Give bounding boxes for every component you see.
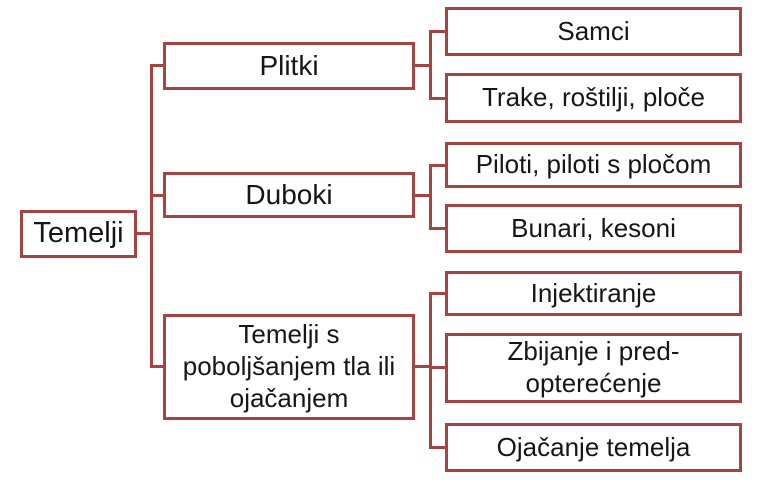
connector-duboki-vertical <box>429 164 432 230</box>
connector-duboki-right-stub <box>415 194 431 197</box>
connector-piloti-stub <box>429 164 446 167</box>
node-temelji-s-poboljsanjem: Temelji s poboljšanjem tla ili ojačanjem <box>163 314 415 420</box>
connector-plitki-vertical <box>429 30 432 100</box>
connector-injektiranje-stub <box>429 292 446 295</box>
node-bunari-kesoni: Bunari, kesoni <box>445 204 742 253</box>
connector-bunari-stub <box>429 227 446 230</box>
connector-plitki-right-stub <box>415 64 431 67</box>
node-trake-rostilji-ploce: Trake, roštilji, ploče <box>445 73 742 123</box>
node-zbijanje-predopterecenje: Zbijanje i pred-opterećenje <box>445 333 742 403</box>
connector-trake-stub <box>429 97 446 100</box>
node-temelji: Temelji <box>20 210 137 258</box>
node-duboki: Duboki <box>163 172 415 218</box>
connector-samci-stub <box>429 30 446 33</box>
node-piloti: Piloti, piloti s pločom <box>445 142 742 188</box>
node-ojacanje-temelja: Ojačanje temelja <box>445 423 742 472</box>
connector-improve-vertical <box>429 292 432 449</box>
connector-root-stub <box>137 232 151 235</box>
node-plitki: Plitki <box>163 42 415 90</box>
connector-left-trunk <box>150 64 153 368</box>
connector-plitki-stub <box>150 64 164 67</box>
node-samci: Samci <box>445 7 742 56</box>
node-injektiranje: Injektiranje <box>445 271 742 316</box>
connector-improve-right-stub <box>415 365 431 368</box>
connector-zbijanje-stub <box>429 366 446 369</box>
connector-improve-stub <box>150 365 164 368</box>
connector-duboki-stub <box>150 194 164 197</box>
connector-ojacanje-stub <box>429 446 446 449</box>
